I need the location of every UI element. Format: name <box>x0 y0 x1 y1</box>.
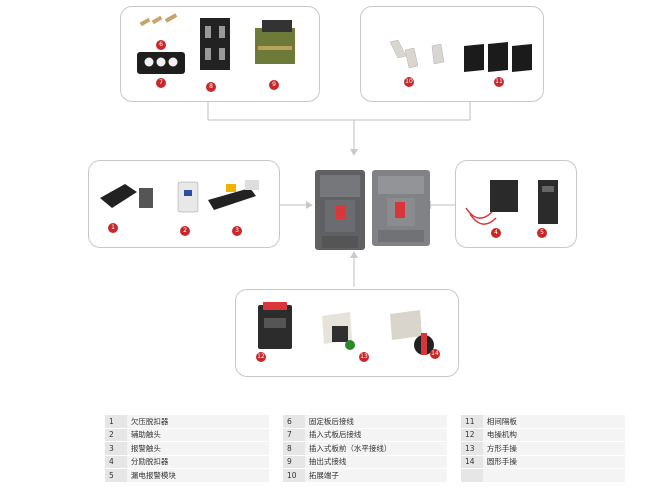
phase-barrier-image <box>464 42 532 72</box>
terminal-6-image <box>139 13 178 27</box>
badge-13: 13 <box>359 352 369 362</box>
legend-label: 拓展端子 <box>304 468 461 483</box>
legend-label: 漏电报警模块 <box>126 468 283 483</box>
legend-label <box>482 468 625 483</box>
legend-label: 圆形手操 <box>482 455 625 469</box>
badge-3: 3 <box>232 226 242 236</box>
legend-label: 方形手操 <box>482 441 625 456</box>
round-handle-image <box>390 310 434 355</box>
motor-operator-image <box>258 302 292 349</box>
breaker-front-image <box>315 170 365 250</box>
badge-4: 4 <box>491 228 501 238</box>
legend-number: 10 <box>275 468 305 483</box>
legend-label: 插入式板后接线 <box>304 428 461 442</box>
badge-8: 8 <box>206 82 216 92</box>
terminal-9-image <box>255 20 295 64</box>
badge-1: 1 <box>108 223 118 233</box>
legend-label: 插入式板前（水平接线） <box>304 441 461 456</box>
terminal-8-image <box>200 18 230 70</box>
badge-7: 7 <box>156 78 166 88</box>
shunt-release-image <box>465 180 518 225</box>
legend-number: 5 <box>105 468 127 483</box>
terminal-7-image <box>137 52 185 74</box>
badge-9: 9 <box>269 80 279 90</box>
undervoltage-release-image <box>100 184 153 208</box>
legend-label: 相间隔板 <box>482 415 625 429</box>
legend-number <box>453 468 483 483</box>
legend-number: 7 <box>275 428 305 442</box>
badge-6: 6 <box>156 40 166 50</box>
legend-label: 分励脱扣器 <box>126 455 283 469</box>
badge-11: 11 <box>494 77 504 87</box>
arrow-up-icon <box>350 251 358 258</box>
badge-14: 14 <box>430 349 440 359</box>
legend-label: 报警触头 <box>126 441 283 456</box>
legend-number: 9 <box>275 455 305 469</box>
legend-number: 14 <box>453 455 483 469</box>
alarm-contact-image <box>208 180 259 210</box>
square-handle-image <box>322 312 355 350</box>
badge-2: 2 <box>180 226 190 236</box>
legend-label: 固定板后接线 <box>304 415 461 429</box>
arrow-right-icon <box>306 201 313 209</box>
leakage-alarm-module-image <box>538 180 558 224</box>
legend-label: 抽出式接线 <box>304 455 461 469</box>
badge-12: 12 <box>256 352 266 362</box>
legend-number: 6 <box>275 415 305 429</box>
legend-number: 13 <box>453 441 483 456</box>
legend-number: 2 <box>105 428 127 442</box>
legend-label: 电操机构 <box>482 428 625 442</box>
arrow-down-icon <box>350 149 358 156</box>
legend-number: 8 <box>275 441 305 456</box>
extension-terminal-image <box>389 39 445 69</box>
legend-number: 12 <box>453 428 483 442</box>
legend-number: 4 <box>105 455 127 469</box>
breaker-side-image <box>372 170 430 246</box>
legend-number: 1 <box>105 415 127 429</box>
badge-10: 10 <box>404 77 414 87</box>
badge-5: 5 <box>537 228 547 238</box>
auxiliary-contact-image <box>177 181 199 213</box>
legend-number: 11 <box>453 415 483 429</box>
legend-number: 3 <box>105 441 127 456</box>
legend-label: 辅助触头 <box>126 428 283 442</box>
legend-label: 欠压脱扣器 <box>126 415 283 429</box>
